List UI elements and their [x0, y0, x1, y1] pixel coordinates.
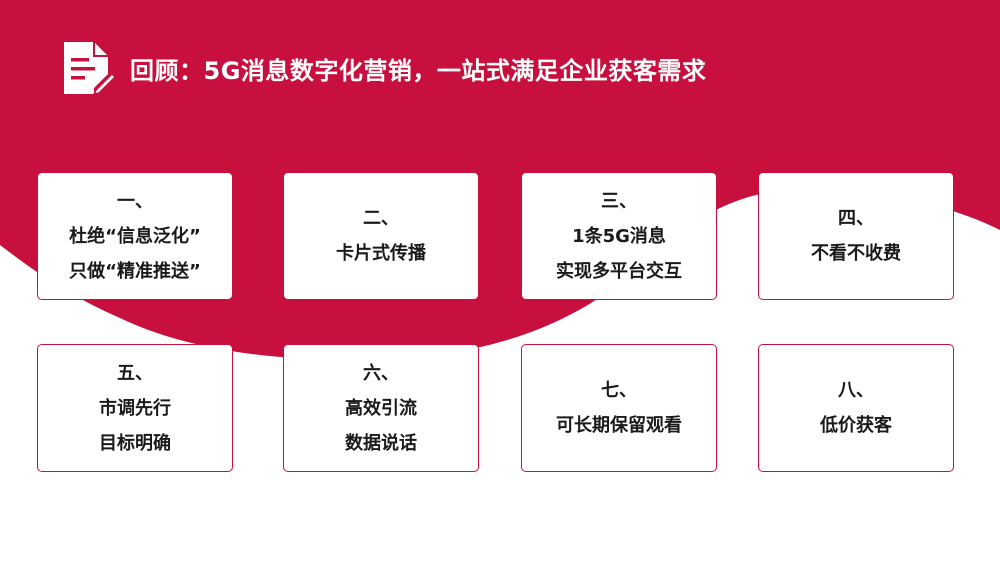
card-text: 低价获客: [820, 415, 892, 436]
card-number: 一、: [117, 190, 153, 212]
feature-card-7: 七、 可长期保留观看: [521, 344, 717, 472]
card-text: 高效引流: [345, 397, 417, 419]
card-text: 1条5G消息: [572, 225, 666, 247]
card-text: 实现多平台交互: [556, 260, 682, 282]
page-title: 回顾：5G消息数字化营销，一站式满足企业获客需求: [130, 56, 707, 85]
card-number: 五、: [117, 362, 153, 384]
feature-card-5: 五、 市调先行 目标明确: [37, 344, 233, 472]
feature-card-3: 三、 1条5G消息 实现多平台交互: [521, 172, 717, 300]
card-number: 三、: [601, 190, 637, 212]
card-text: 目标明确: [99, 432, 171, 454]
card-number: 八、: [838, 380, 874, 401]
card-number: 六、: [363, 362, 399, 384]
card-text: 数据说话: [345, 432, 417, 454]
feature-card-4: 四、 不看不收费: [758, 172, 954, 300]
card-text: 不看不收费: [811, 243, 901, 264]
feature-card-1: 一、 杜绝“信息泛化” 只做“精准推送”: [37, 172, 233, 300]
card-text: 市调先行: [99, 397, 171, 419]
card-number: 七、: [601, 380, 637, 401]
card-text: 杜绝“信息泛化”: [69, 225, 201, 247]
feature-card-6: 六、 高效引流 数据说话: [283, 344, 479, 472]
feature-card-8: 八、 低价获客: [758, 344, 954, 472]
card-text: 卡片式传播: [336, 243, 426, 264]
feature-card-2: 二、 卡片式传播: [283, 172, 479, 300]
card-number: 二、: [363, 208, 399, 229]
card-text: 可长期保留观看: [556, 415, 682, 436]
document-edit-icon: [64, 42, 116, 96]
header: 回顾：5G消息数字化营销，一站式满足企业获客需求: [60, 40, 706, 96]
card-number: 四、: [838, 208, 874, 229]
card-text: 只做“精准推送”: [69, 260, 201, 282]
